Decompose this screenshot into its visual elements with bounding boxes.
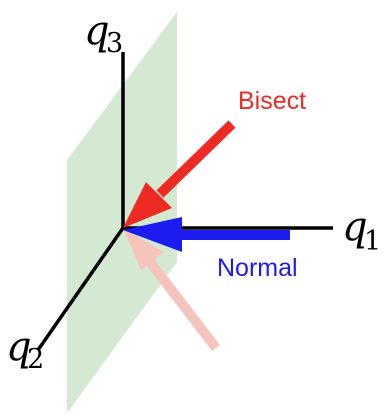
q2-label: q 2 <box>6 324 44 375</box>
bisect-arrow <box>123 120 236 228</box>
q1-label: q 1 <box>342 204 381 257</box>
reflected-arrow <box>123 228 220 352</box>
normal-arrow <box>123 217 290 252</box>
q3-symbol: q <box>84 8 110 54</box>
q2-symbol: q <box>6 324 32 370</box>
q2-axis <box>36 226 125 352</box>
q3-label: q 3 <box>84 8 123 59</box>
normal-label: Normal <box>217 254 298 282</box>
bisect-label: Bisect <box>238 87 306 115</box>
q1-subscript: 1 <box>364 226 381 257</box>
q1-symbol: q <box>342 204 368 250</box>
q2-subscript: 2 <box>27 344 44 375</box>
q3-subscript: 3 <box>106 28 123 59</box>
